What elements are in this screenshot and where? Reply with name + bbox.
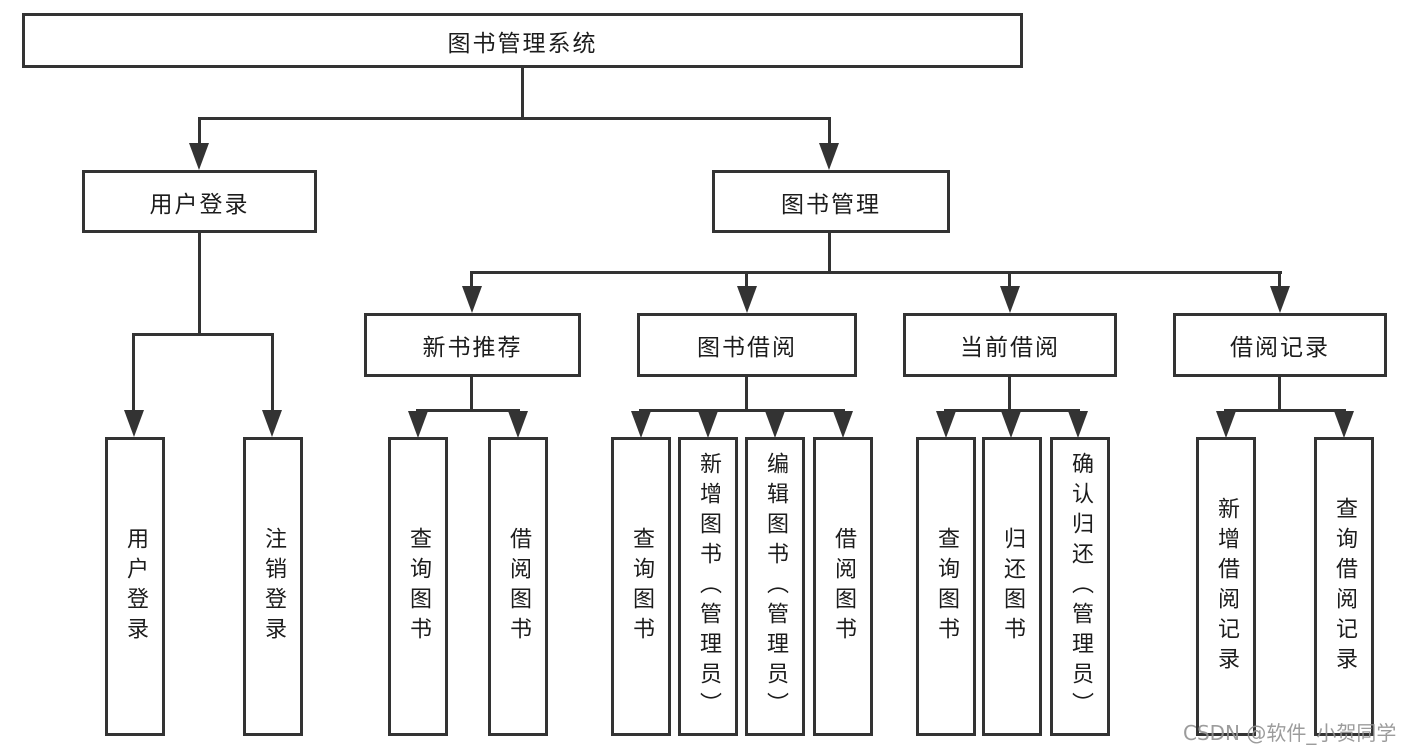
node-new-book-recommendation: 新书推荐: [364, 313, 581, 377]
connector-root-stem: [521, 68, 524, 118]
node-user-login: 用户登录: [82, 170, 317, 233]
arrowhead-query-books-borrowing: [631, 411, 651, 438]
arrowhead-add-borrow-record: [1216, 411, 1236, 438]
arrowhead-borrow-books-recommend: [508, 411, 528, 438]
connector-book-borrowing-hline: [639, 409, 845, 412]
leaf-add-book-admin-label: 新增图书（管理员）: [696, 451, 721, 722]
connector-leaf-logout-stem: [271, 333, 274, 410]
connector-new-book-hline: [416, 409, 520, 412]
arrowhead-leaf-user-login: [124, 410, 144, 437]
connector-book-management-down: [828, 233, 831, 274]
arrowhead-return-books: [1001, 411, 1021, 438]
connector-new-book-stem: [470, 271, 473, 289]
arrowhead-query-books-current: [936, 411, 956, 438]
watermark-text: CSDN @软件_小贺同学: [1183, 721, 1397, 745]
leaf-query-books-recommend: 查询图书: [388, 437, 448, 736]
connector-current-borrowing-down: [1008, 377, 1011, 412]
arrowhead-edit-book-admin: [765, 411, 785, 438]
connector-leaf-user-login-stem: [132, 333, 135, 410]
arrowhead-query-borrow-record: [1334, 411, 1354, 438]
arrowhead-current-borrowing: [1000, 286, 1020, 313]
leaf-query-borrow-record-label: 查询借阅记录: [1332, 496, 1357, 677]
leaf-add-borrow-record: 新增借阅记录: [1196, 437, 1256, 736]
arrowhead-borrow-books-borrowing: [833, 411, 853, 438]
leaf-return-books: 归还图书: [982, 437, 1042, 736]
leaf-borrow-books-recommend: 借阅图书: [488, 437, 548, 736]
leaf-borrow-books-borrowing: 借阅图书: [813, 437, 873, 736]
arrowhead-borrowing-records: [1270, 286, 1290, 313]
arrowhead-leaf-logout: [262, 410, 282, 437]
leaf-add-borrow-record-label: 新增借阅记录: [1214, 496, 1239, 677]
leaf-confirm-return-admin-label: 确认归还（管理员）: [1068, 451, 1093, 722]
arrowhead-book-management: [819, 143, 839, 170]
connector-current-borrowing-hline: [944, 409, 1080, 412]
node-book-borrowing: 图书借阅: [637, 313, 857, 377]
leaf-query-books-borrowing-label: 查询图书: [629, 526, 654, 647]
connector-level2-hline: [198, 117, 831, 120]
leaf-query-borrow-record: 查询借阅记录: [1314, 437, 1374, 736]
node-current-borrowing: 当前借阅: [903, 313, 1117, 377]
leaf-add-book-admin: 新增图书（管理员）: [678, 437, 738, 736]
node-library-system: 图书管理系统: [22, 13, 1023, 68]
arrowhead-new-book-recommendation: [462, 286, 482, 313]
leaf-logout-label: 注销登录: [261, 526, 286, 647]
connector-user-login-down: [198, 233, 201, 336]
connector-borrowing-records-hline: [1224, 409, 1346, 412]
leaf-query-books-current-label: 查询图书: [934, 526, 959, 647]
leaf-user-login: 用户登录: [105, 437, 165, 736]
connector-borrowing-records-stem: [1278, 271, 1281, 289]
leaf-user-login-label: 用户登录: [123, 526, 148, 647]
connector-book-borrowing-down: [745, 377, 748, 412]
leaf-edit-book-admin: 编辑图书（管理员）: [745, 437, 805, 736]
leaf-borrow-books-borrowing-label: 借阅图书: [831, 526, 856, 647]
arrowhead-book-borrowing: [737, 286, 757, 313]
arrowhead-add-book-admin: [698, 411, 718, 438]
arrowhead-confirm-return-admin: [1068, 411, 1088, 438]
connector-book-borrowing-stem: [745, 271, 748, 289]
connector-new-book-down: [470, 377, 473, 412]
connector-user-login-stem: [198, 117, 201, 146]
leaf-confirm-return-admin: 确认归还（管理员）: [1050, 437, 1110, 736]
node-book-management: 图书管理: [712, 170, 950, 233]
node-borrowing-records: 借阅记录: [1173, 313, 1387, 377]
leaf-edit-book-admin-label: 编辑图书（管理员）: [763, 451, 788, 722]
connector-borrowing-records-down: [1278, 377, 1281, 412]
connector-book-management-stem: [828, 117, 831, 146]
leaf-return-books-label: 归还图书: [1000, 526, 1025, 647]
connector-current-borrowing-stem: [1008, 271, 1011, 289]
leaf-query-books-borrowing: 查询图书: [611, 437, 671, 736]
arrowhead-query-books-recommend: [408, 411, 428, 438]
arrowhead-user-login: [189, 143, 209, 170]
leaf-query-books-current: 查询图书: [916, 437, 976, 736]
leaf-logout: 注销登录: [243, 437, 303, 736]
leaf-query-books-recommend-label: 查询图书: [406, 526, 431, 647]
connector-level3-hline: [470, 271, 1282, 274]
leaf-borrow-books-recommend-label: 借阅图书: [506, 526, 531, 647]
connector-user-login-hline: [132, 333, 274, 336]
